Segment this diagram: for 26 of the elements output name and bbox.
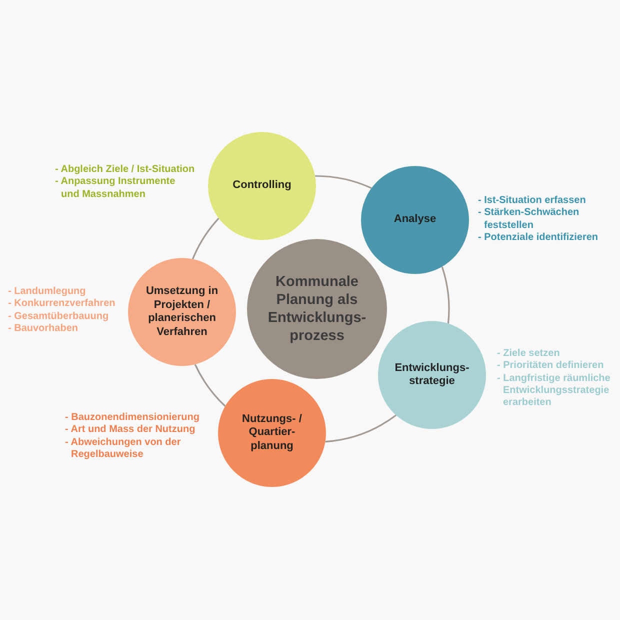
circle-label: Entwicklungs- strategie [394,362,470,388]
list-item: - Bauvorhaben [8,322,80,336]
connecting-arc [192,218,220,260]
list-item: - Potenziale identifizieren [478,232,600,244]
connecting-arc [194,364,226,407]
list-item: - Art und Mass der Nutzung [65,424,196,437]
list-item: - Ist-Situation erfassen [478,195,587,208]
circle-label: Umsetzung in Projekten / planerischen Verfahren [144,285,220,339]
list-item: - Landumlegung [8,286,87,298]
circle-label: Kommunale Planung als Entwicklungs- prozess [266,273,368,345]
list-item: - Konkurrenzverfahren [8,298,116,311]
list-item: - Prioritäten definieren [497,360,605,373]
connecting-arc [441,266,450,324]
connecting-arc [315,175,372,189]
list-item: - Abgleich Ziele / Ist-Situation [55,164,196,176]
list-item: - Stärken-Schwächen feststellen [478,207,580,232]
list-item: - Bauzonendimensionierung [65,412,200,424]
circle-label: Analyse [392,213,438,227]
list-item: - Ziele setzen [497,348,561,360]
circle-label: Nutzungs- / Quartier- planung [241,412,303,454]
connecting-arc [325,414,396,442]
list-item: - Abweichungen von der Regelbauweise [65,436,182,462]
list-item: - Gesamtüberbauung [8,310,110,323]
list-item: - Langfristige räumliche Entwicklungsstrategie erarbeiten [497,372,612,410]
circle-label: Controlling [232,179,292,193]
list-item: - Anpassung Instrumente und Massnahmen [55,176,176,201]
